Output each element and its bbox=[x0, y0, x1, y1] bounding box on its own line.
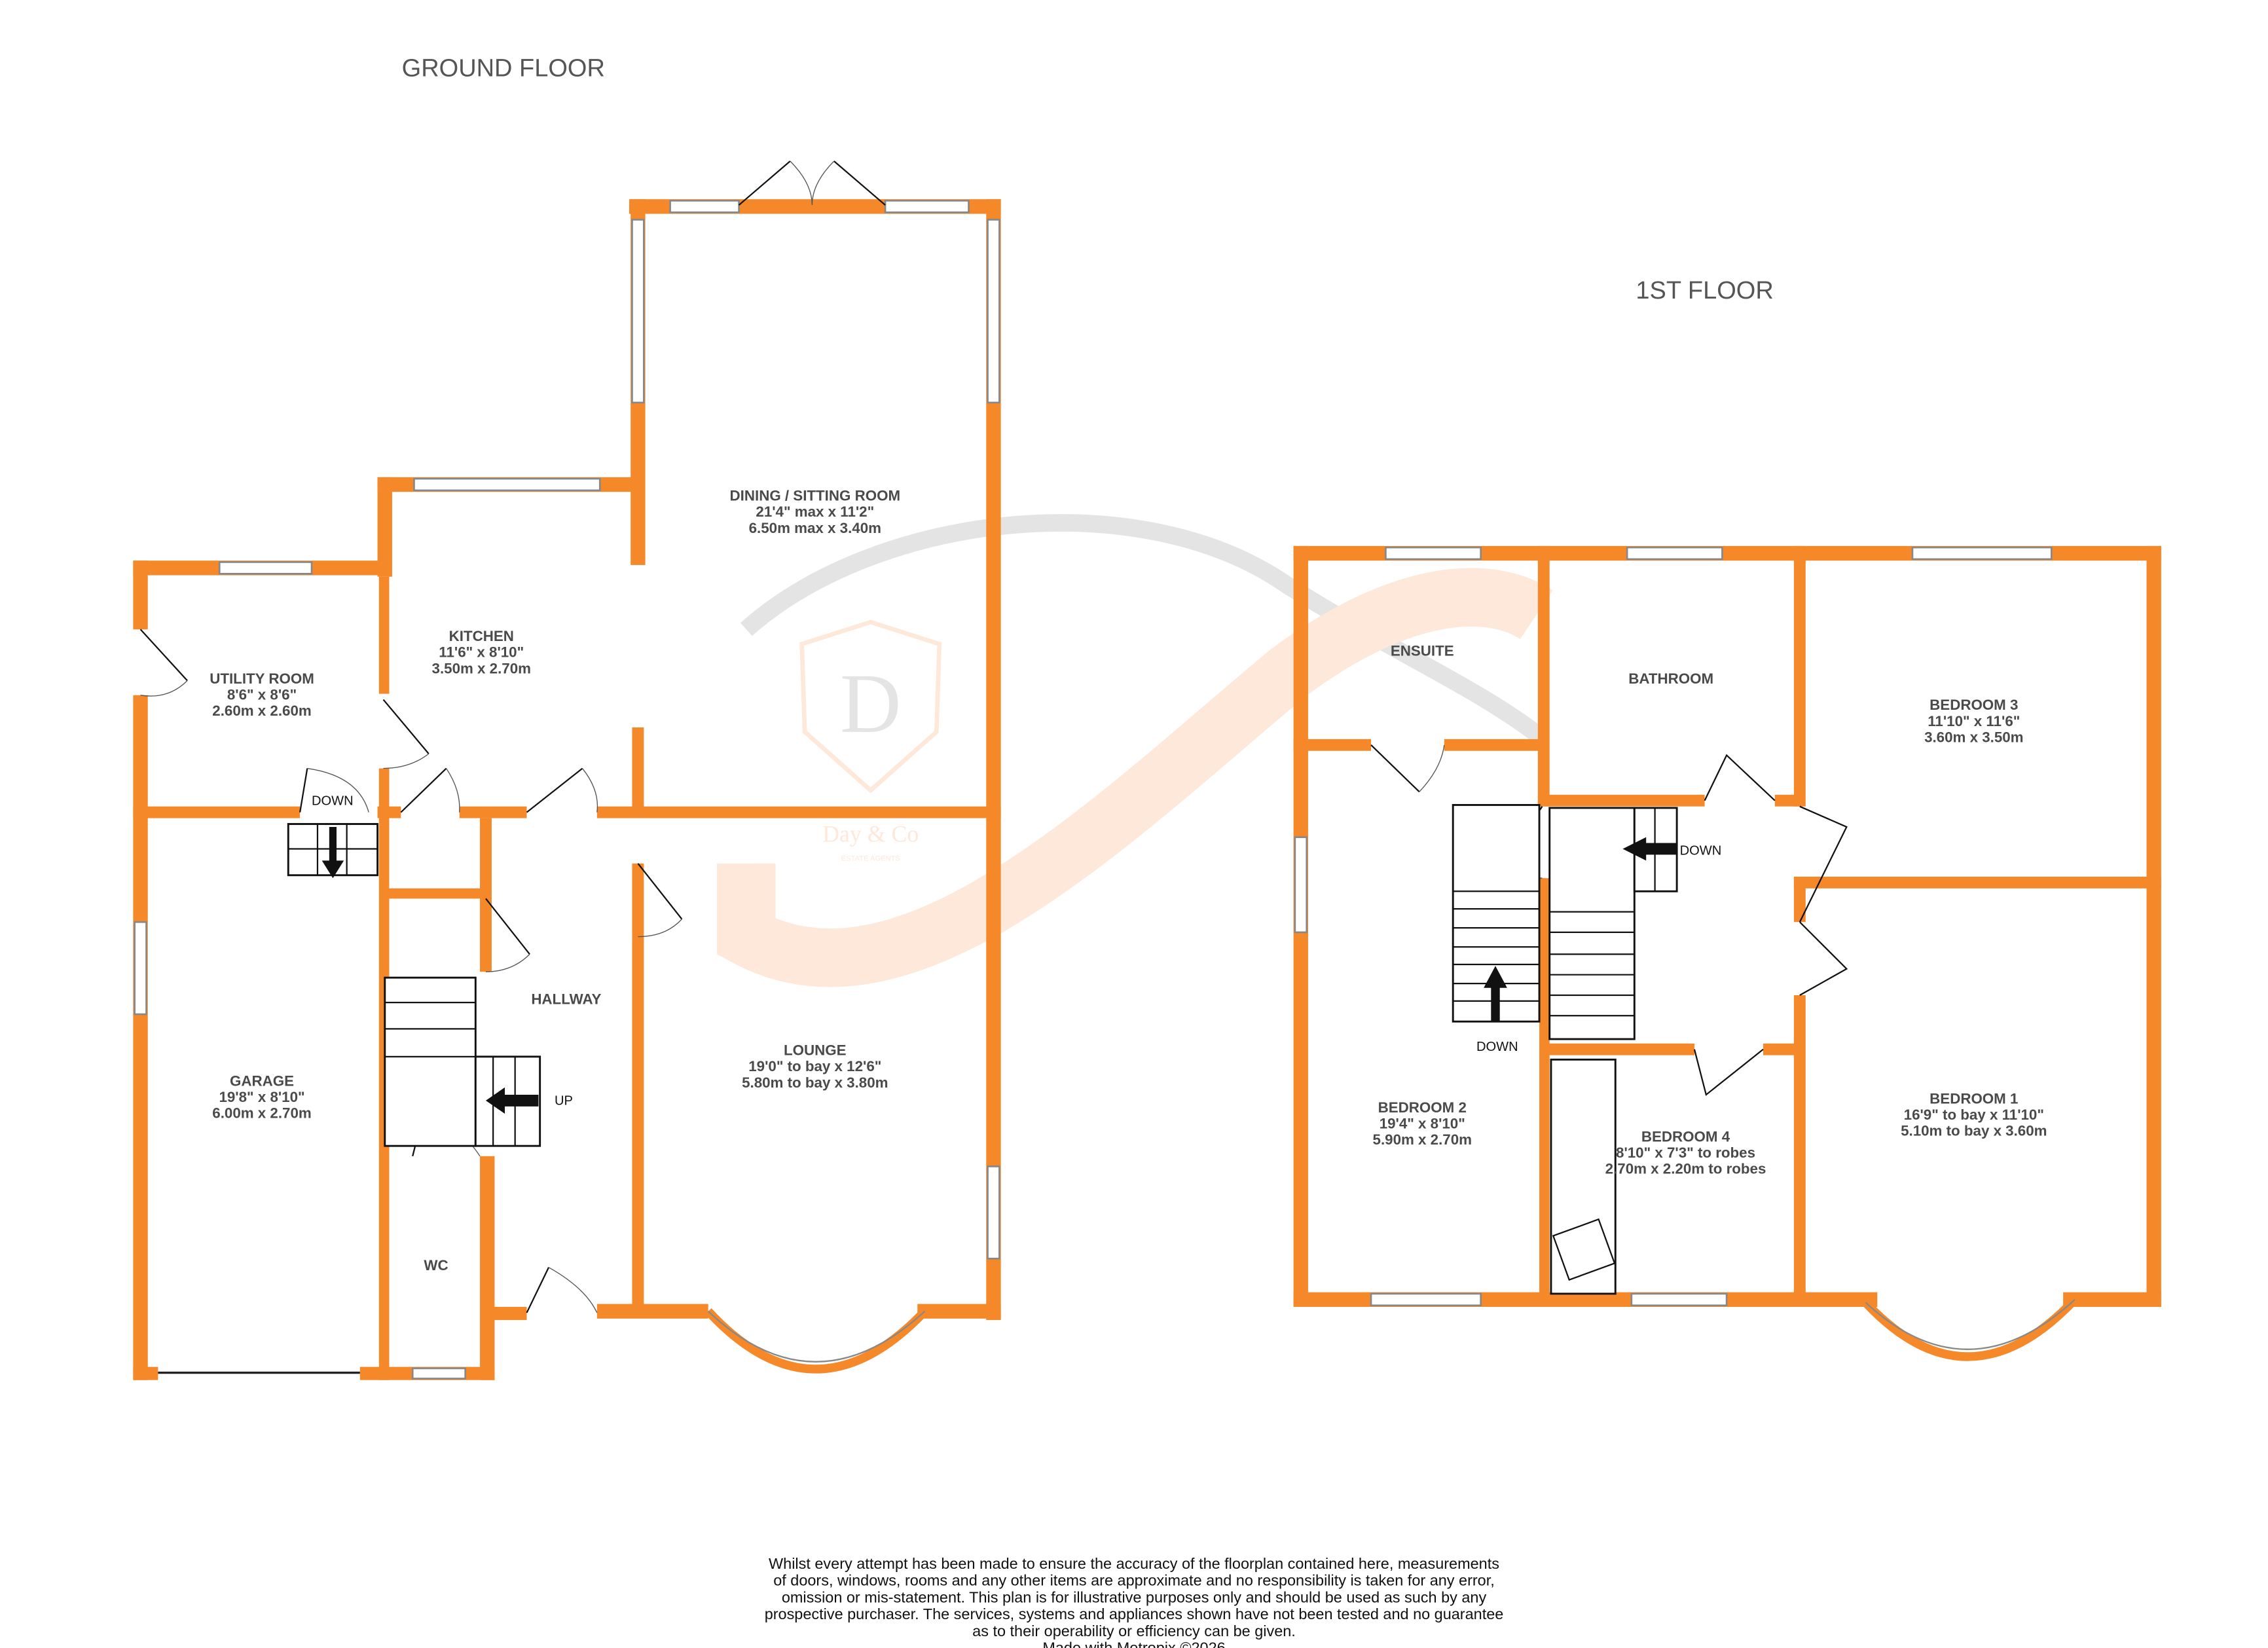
svg-text:3.50m x 2.70m: 3.50m x 2.70m bbox=[432, 660, 531, 676]
room-bedroom-4: BEDROOM 4 8'10" x 7'3" to robes 2.70m x … bbox=[1605, 1128, 1766, 1177]
shield-logo-icon bbox=[799, 619, 942, 794]
watermark-tagline: ESTATE AGENTS bbox=[841, 854, 900, 862]
stair-label-down: DOWN bbox=[312, 794, 354, 808]
room-bedroom-3: BEDROOM 3 11'10" x 11'6" 3.60m x 3.50m bbox=[1924, 697, 2023, 745]
stair-label-up: UP bbox=[555, 1094, 573, 1108]
svg-text:BEDROOM 4: BEDROOM 4 bbox=[1641, 1128, 1730, 1144]
svg-text:8'6" x 8'6": 8'6" x 8'6" bbox=[227, 687, 297, 703]
ground-floor-windows bbox=[134, 200, 1000, 1380]
svg-text:LOUNGE: LOUNGE bbox=[784, 1042, 847, 1059]
svg-text:DINING / SITTING ROOM: DINING / SITTING ROOM bbox=[730, 488, 901, 504]
room-bedroom-1: BEDROOM 1 16'9" to bay x 11'10" 5.10m to… bbox=[1901, 1090, 2047, 1139]
left-arrow-icon bbox=[1622, 837, 1677, 861]
room-kitchen: KITCHEN 11'6" x 8'10" 3.50m x 2.70m bbox=[432, 628, 531, 676]
room-ensuite: ENSUITE bbox=[1391, 642, 1454, 659]
room-hallway: HALLWAY bbox=[531, 991, 601, 1007]
room-wc: WC bbox=[424, 1257, 448, 1273]
svg-text:as to their operability or eff: as to their operability or efficiency ca… bbox=[972, 1622, 1296, 1639]
svg-text:3.60m x 3.50m: 3.60m x 3.50m bbox=[1924, 729, 2023, 745]
room-dining: DINING / SITTING ROOM 21'4" max x 11'2" … bbox=[730, 488, 901, 536]
first-floor-stairs bbox=[1452, 803, 1678, 1295]
up-arrow-icon bbox=[485, 1087, 539, 1114]
svg-text:Whilst every attempt has been: Whilst every attempt has been made to en… bbox=[769, 1555, 1499, 1572]
disclaimer: Whilst every attempt has been made to en… bbox=[765, 1555, 1504, 1648]
stair-label-down-landing: DOWN bbox=[1680, 843, 1722, 858]
svg-text:5.10m to bay x 3.60m: 5.10m to bay x 3.60m bbox=[1901, 1123, 2047, 1139]
down-arrow-icon bbox=[321, 826, 344, 879]
ground-floor-title: GROUND FLOOR bbox=[402, 54, 605, 82]
svg-text:KITCHEN: KITCHEN bbox=[449, 628, 514, 644]
watermark-grey-swoosh bbox=[740, 514, 1549, 746]
room-garage: GARAGE 19'8" x 8'10" 6.00m x 2.70m bbox=[212, 1073, 311, 1122]
watermark: D Day & Co ESTATE AGENTS bbox=[717, 514, 1553, 987]
watermark-orange-swoosh bbox=[717, 568, 1553, 987]
ground-floor-stairs bbox=[287, 823, 541, 1147]
svg-text:19'8" x 8'10": 19'8" x 8'10" bbox=[219, 1089, 304, 1105]
svg-text:2.60m x 2.60m: 2.60m x 2.60m bbox=[212, 703, 311, 719]
svg-text:6.50m max x 3.40m: 6.50m max x 3.40m bbox=[749, 520, 881, 536]
svg-text:11'6" x 8'10": 11'6" x 8'10" bbox=[439, 644, 524, 661]
svg-text:2.70m x 2.20m to robes: 2.70m x 2.20m to robes bbox=[1605, 1161, 1766, 1177]
room-lounge: LOUNGE 19'0" to bay x 12'6" 5.80m to bay… bbox=[742, 1042, 888, 1091]
svg-text:11'10" x 11'6": 11'10" x 11'6" bbox=[1928, 713, 2020, 729]
svg-text:UTILITY ROOM: UTILITY ROOM bbox=[210, 670, 314, 687]
down-arrow-icon bbox=[1484, 966, 1507, 1022]
svg-text:prospective purchaser. The ser: prospective purchaser. The services, sys… bbox=[765, 1605, 1504, 1622]
watermark-brand: Day & Co bbox=[822, 820, 919, 847]
svg-text:5.90m x 2.70m: 5.90m x 2.70m bbox=[1373, 1131, 1472, 1148]
first-floor-windows bbox=[1294, 546, 2078, 1361]
svg-text:19'0" to bay x 12'6": 19'0" to bay x 12'6" bbox=[748, 1058, 881, 1074]
svg-text:GARAGE: GARAGE bbox=[230, 1073, 294, 1090]
svg-text:Made with Metropix ©2026: Made with Metropix ©2026 bbox=[1042, 1639, 1225, 1648]
svg-text:of doors, windows, rooms and a: of doors, windows, rooms and any other i… bbox=[773, 1572, 1495, 1589]
room-bedroom-2: BEDROOM 2 19'4" x 8'10" 5.90m x 2.70m bbox=[1373, 1099, 1472, 1148]
svg-text:omission or mis-statement. Thi: omission or mis-statement. This plan is … bbox=[782, 1588, 1487, 1605]
bed4-furniture-icon bbox=[1552, 1218, 1616, 1281]
svg-text:BEDROOM 1: BEDROOM 1 bbox=[1930, 1090, 2018, 1107]
svg-text:BEDROOM 2: BEDROOM 2 bbox=[1378, 1099, 1467, 1116]
svg-text:8'10" x 7'3" to robes: 8'10" x 7'3" to robes bbox=[1616, 1144, 1755, 1161]
svg-text:21'4" max x 11'2": 21'4" max x 11'2" bbox=[756, 504, 874, 520]
watermark-letter: D bbox=[840, 657, 902, 751]
svg-text:19'4" x 8'10": 19'4" x 8'10" bbox=[1380, 1115, 1465, 1131]
svg-text:16'9" to bay x 11'10": 16'9" to bay x 11'10" bbox=[1904, 1107, 2044, 1123]
svg-text:6.00m x 2.70m: 6.00m x 2.70m bbox=[212, 1105, 311, 1122]
svg-text:5.80m to bay x 3.80m: 5.80m to bay x 3.80m bbox=[742, 1074, 888, 1091]
svg-text:BEDROOM 3: BEDROOM 3 bbox=[1930, 697, 2018, 713]
stair-label-down-main: DOWN bbox=[1476, 1040, 1518, 1054]
first-floor-title: 1ST FLOOR bbox=[1636, 277, 1773, 304]
room-utility: UTILITY ROOM 8'6" x 8'6" 2.60m x 2.60m bbox=[210, 670, 314, 719]
room-bathroom: BATHROOM bbox=[1628, 670, 1713, 687]
